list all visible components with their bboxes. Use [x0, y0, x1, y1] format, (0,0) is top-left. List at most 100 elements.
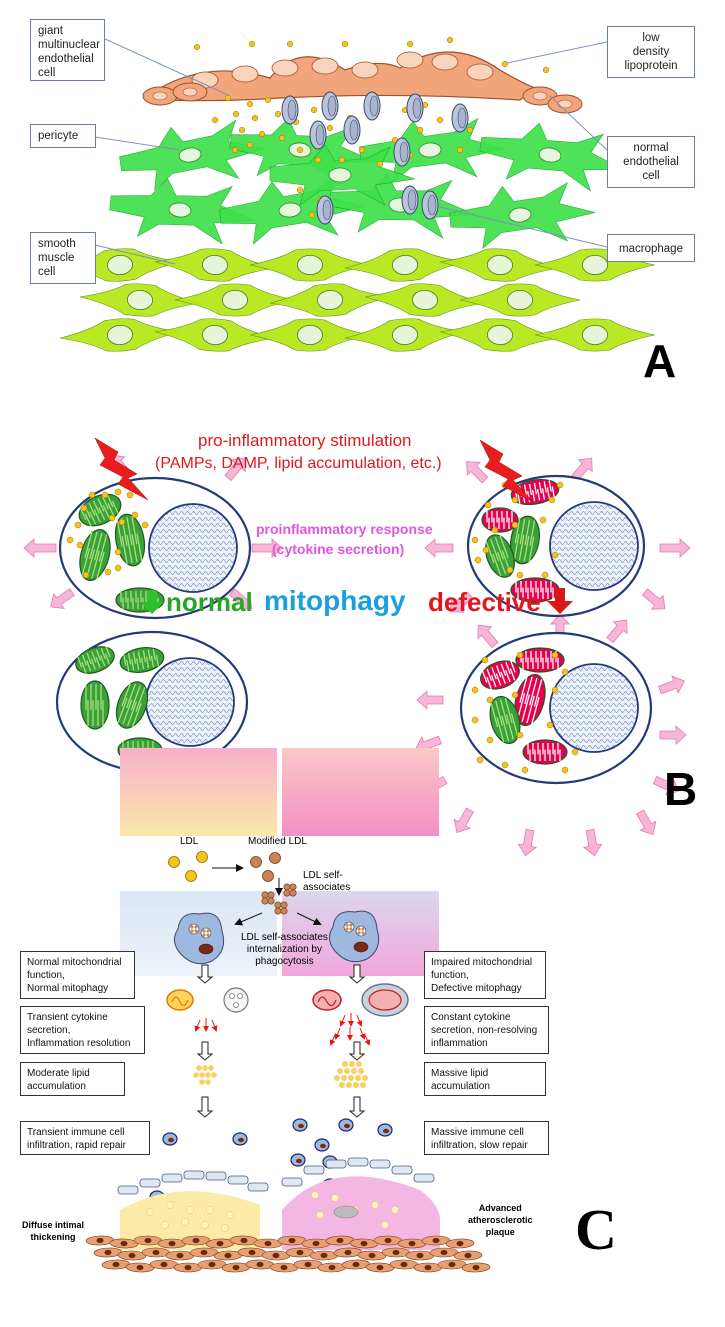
lipid-droplet — [199, 1079, 205, 1085]
down-arrow — [196, 1041, 214, 1061]
ldl-aggregate — [289, 883, 297, 891]
lipid-droplet — [362, 1075, 368, 1081]
endothelial-cell — [183, 1170, 205, 1180]
ldl-particle — [406, 40, 414, 48]
endothelial-cell — [281, 1177, 303, 1187]
smooth-muscle-cell — [405, 1250, 435, 1261]
lipid-droplet — [516, 731, 524, 739]
label-mitophagy: mitophagy — [264, 585, 406, 616]
nucleus — [168, 1137, 174, 1143]
cytokine-arrow — [329, 1034, 336, 1046]
ldl-particle — [466, 126, 474, 134]
mitochondrion — [114, 513, 146, 567]
ldl-particles — [168, 851, 208, 882]
self-associates-label: LDL self-associates — [303, 870, 351, 893]
nucleus — [128, 1252, 136, 1259]
ldl-particle — [416, 126, 424, 134]
lipid-droplet — [202, 1065, 208, 1071]
lipid-droplet — [348, 1075, 354, 1081]
ldl-aggregate — [283, 889, 291, 897]
lipid-droplet — [353, 1082, 359, 1088]
endothelial-cell — [391, 1165, 413, 1175]
lipid-droplet — [360, 1082, 366, 1088]
lipid-droplet — [571, 748, 579, 756]
immune-cell — [292, 1118, 308, 1132]
lipid-droplet — [114, 548, 122, 556]
lipid-droplet — [76, 541, 84, 549]
nucleus — [328, 167, 352, 183]
immune-cell — [232, 1132, 248, 1146]
nucleus — [464, 1252, 472, 1259]
ldl-particle — [376, 160, 384, 168]
label-defective: defective — [428, 587, 541, 617]
immune-cell — [162, 1132, 178, 1146]
smooth-muscle-cell — [221, 1262, 251, 1273]
smooth-muscle-cell — [85, 1235, 115, 1246]
lipid-droplet — [561, 766, 569, 774]
nucleus — [107, 324, 133, 346]
lipid-droplet — [80, 504, 88, 512]
response-title: proinflammatory response — [256, 521, 433, 537]
lipid-droplet — [181, 1218, 189, 1226]
smooth-muscle-cell — [60, 318, 180, 352]
vesicle — [188, 923, 200, 935]
lipid-droplet — [481, 656, 489, 664]
pink-arrow — [477, 624, 499, 649]
nucleus — [136, 1264, 144, 1271]
pericyte-cell — [219, 176, 366, 245]
lipid-droplet — [381, 1221, 389, 1229]
nucleus — [472, 1264, 480, 1271]
modified-ldl-particles — [250, 852, 281, 882]
nucleus — [344, 1123, 350, 1129]
pink-arrow — [606, 619, 628, 644]
smooth-muscle-cell — [309, 1250, 339, 1261]
pink-arrow — [582, 828, 603, 857]
nucleus — [412, 289, 438, 311]
cell-normal-mitophagy — [55, 630, 249, 774]
endothelial-cell — [347, 1157, 369, 1167]
nucleus — [232, 1264, 240, 1271]
smooth-muscle-cell — [461, 1262, 491, 1273]
lipid-droplet — [101, 491, 109, 499]
lipid-droplet — [556, 481, 564, 489]
smooth-muscle-cell — [155, 318, 275, 352]
nucleus — [353, 941, 369, 953]
endothelial-cell — [139, 1178, 161, 1188]
ldl-particle — [338, 156, 346, 164]
ldl-particle — [326, 124, 334, 132]
nucleus — [392, 1249, 400, 1256]
nucleus — [145, 657, 235, 747]
smooth-muscle-cell — [333, 1247, 363, 1258]
lipid-droplet — [516, 571, 524, 579]
phagocyte — [329, 910, 380, 963]
smooth-muscle-cell — [249, 318, 371, 352]
nucleus — [296, 324, 324, 346]
nucleus — [202, 324, 228, 346]
mitochondrion — [480, 660, 520, 690]
smooth-muscle-cell — [261, 1250, 291, 1261]
nucleus — [327, 95, 337, 117]
smooth-muscle-cell — [365, 1262, 395, 1273]
lipid-droplet — [511, 521, 519, 529]
nucleus — [296, 254, 324, 276]
mitochondrion — [514, 674, 546, 726]
nucleus — [298, 1123, 304, 1129]
lipid-droplet — [346, 1082, 352, 1088]
nucleus — [152, 91, 168, 101]
lipid-droplet — [118, 518, 126, 526]
nucleus — [432, 1237, 440, 1244]
lipid-droplet — [344, 1068, 350, 1074]
lipid-droplet — [474, 556, 482, 564]
intima-left — [120, 1191, 260, 1250]
lipid-droplet — [88, 491, 96, 499]
lipid-droplet — [74, 521, 82, 529]
pericyte-layer — [109, 117, 624, 250]
panel-a — [60, 36, 656, 352]
lipid-droplet — [339, 1082, 345, 1088]
smooth-muscle-cell — [157, 1238, 187, 1249]
lipid-droplet — [331, 1194, 339, 1202]
smooth-muscle-cell — [365, 283, 485, 317]
